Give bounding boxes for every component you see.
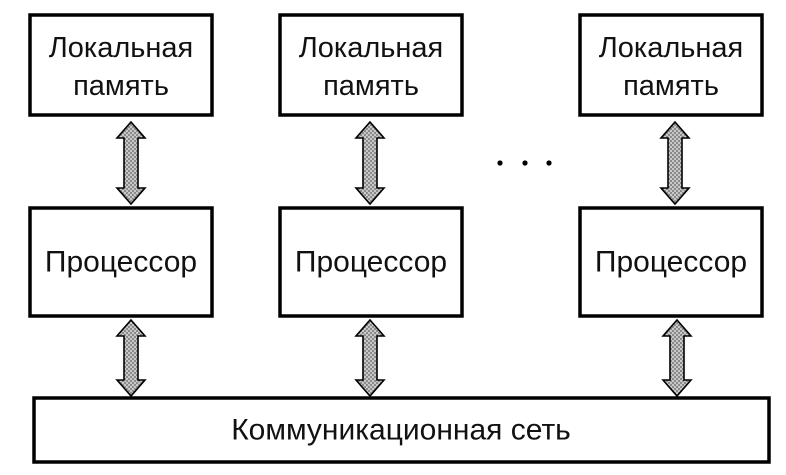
local-memory-box-1 (28, 13, 214, 117)
processor-network-arrow-3 (661, 318, 693, 398)
ellipsis-dot-3 (546, 160, 552, 166)
processor-label-3: Процессор (595, 246, 747, 279)
local-memory-label-2-line-1: Локальная (299, 32, 444, 64)
communication-network-box (32, 396, 771, 464)
local-memory-label-2-line-2: память (323, 70, 419, 102)
processor-network-arrow-1 (115, 318, 147, 398)
node-2: Локальная память Процессор (278, 13, 464, 398)
communication-network: Коммуникационная сеть (32, 396, 771, 464)
local-memory-box-2 (278, 13, 464, 117)
local-memory-label-1-line-2: память (73, 70, 169, 102)
memory-processor-arrow-2 (354, 120, 386, 206)
processor-label-2: Процессор (295, 246, 447, 279)
processor-box-3 (578, 206, 764, 318)
local-memory-label-3-line-1: Локальная (599, 32, 744, 64)
ellipsis-dot-2 (522, 160, 528, 166)
memory-processor-arrow-3 (659, 120, 691, 206)
processor-network-arrow-2 (354, 318, 386, 398)
local-memory-label-3-line-2: память (623, 70, 719, 102)
node-1: Локальная память Процессор (28, 13, 214, 398)
local-memory-box-3 (578, 13, 764, 117)
processor-box-2 (278, 206, 464, 318)
processor-label-1: Процессор (45, 246, 197, 279)
communication-network-label: Коммуникационная сеть (231, 414, 571, 447)
processor-box-1 (28, 206, 214, 318)
memory-processor-arrow-1 (115, 120, 147, 206)
node-3: Локальная память Процессор (578, 13, 764, 398)
local-memory-label-1-line-1: Локальная (49, 32, 194, 64)
ellipsis (497, 160, 552, 166)
ellipsis-dot-1 (497, 160, 503, 166)
